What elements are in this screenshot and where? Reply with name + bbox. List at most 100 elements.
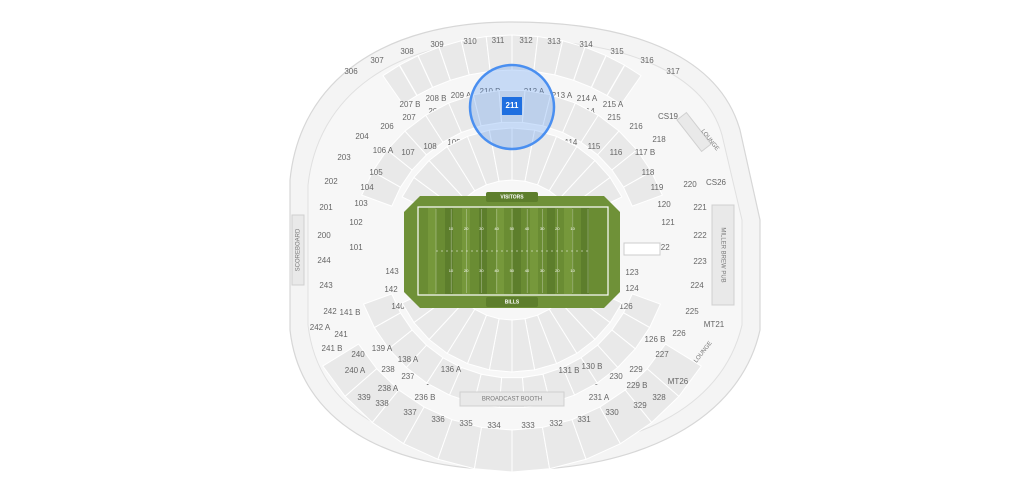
upper-section-334[interactable] (473, 426, 513, 473)
left-section-label-104[interactable]: 104 (360, 183, 374, 192)
right-section-label-220[interactable]: 220 (683, 180, 697, 189)
upper-section-label-314[interactable]: 314 (579, 40, 593, 49)
left-section-label-139-A[interactable]: 139 A (372, 344, 393, 353)
right-section-label-119[interactable]: 119 (651, 183, 664, 192)
right-section-label-130-B[interactable]: 130 B (582, 362, 603, 371)
upper-section-label-316[interactable]: 316 (640, 56, 654, 65)
upper-section-317[interactable] (606, 64, 642, 106)
left-section-label-141-B[interactable]: 141 B (340, 308, 361, 317)
mid-section-label-214-A[interactable]: 214 A (577, 94, 598, 103)
left-section-label-242[interactable]: 242 (323, 307, 337, 316)
right-section-label-223[interactable]: 223 (693, 257, 707, 266)
mid-section-label-229-B[interactable]: 229 B (627, 381, 648, 390)
right-section-label-122[interactable]: 122 (656, 243, 670, 252)
upper-section-label-328[interactable]: 328 (652, 393, 666, 402)
mid-section-label-230[interactable]: 230 (609, 372, 623, 381)
selected-section-marker[interactable] (502, 97, 522, 115)
upper-section-label-332[interactable]: 332 (549, 419, 563, 428)
left-section-label-241[interactable]: 241 (334, 330, 348, 339)
right-section-label-221[interactable]: 221 (693, 203, 707, 212)
left-section-label-138-A[interactable]: 138 A (398, 355, 419, 364)
lower-section-label-114[interactable]: 114 (565, 138, 578, 147)
right-section-label-226[interactable]: 226 (672, 329, 686, 338)
upper-section-label-308[interactable]: 308 (400, 47, 414, 56)
mid-section-label-240-A[interactable]: 240 A (345, 366, 366, 375)
lower-section-label-117-B[interactable]: 117 B (635, 148, 655, 157)
left-section-label-103[interactable]: 103 (354, 199, 368, 208)
left-section-label-244[interactable]: 244 (317, 256, 331, 265)
mid-section-label-213-A[interactable]: 213 A (552, 91, 573, 100)
mid-section-label-238-A[interactable]: 238 A (378, 384, 399, 393)
upper-section-label-315[interactable]: 315 (610, 47, 624, 56)
upper-section-label-309[interactable]: 309 (430, 40, 444, 49)
upper-section-label-339[interactable]: 339 (357, 393, 371, 402)
mid-bottom-section[interactable] (362, 293, 402, 329)
mid-section-label-215-A[interactable]: 215 A (603, 100, 624, 109)
lower-section-label-106-A[interactable]: 106 A (373, 146, 394, 155)
upper-section-label-338[interactable]: 338 (375, 399, 389, 408)
left-section-label-203[interactable]: 203 (337, 153, 351, 162)
upper-section-label-310[interactable]: 310 (463, 37, 477, 46)
mid-section-label-236-B[interactable]: 236 B (415, 393, 436, 402)
mt21-label[interactable]: MT21 (704, 320, 725, 329)
mid-section-label-229[interactable]: 229 (629, 365, 643, 374)
upper-section-label-337[interactable]: 337 (403, 408, 417, 417)
right-section-label-227[interactable]: 227 (655, 350, 669, 359)
upper-section-label-331[interactable]: 331 (577, 415, 591, 424)
lower-section-label-108[interactable]: 108 (423, 142, 437, 151)
upper-section-label-335[interactable]: 335 (459, 419, 473, 428)
mid-section-label-208-B[interactable]: 208 B (426, 94, 447, 103)
left-section-label-240[interactable]: 240 (351, 350, 365, 359)
left-section-label-201[interactable]: 201 (319, 203, 333, 212)
upper-section-328[interactable] (646, 343, 702, 398)
left-section-label-200[interactable]: 200 (317, 231, 331, 240)
left-section-label-241-B[interactable]: 241 B (322, 344, 343, 353)
upper-section-label-329[interactable]: 329 (633, 401, 647, 410)
right-section-label-118[interactable]: 118 (642, 168, 655, 177)
right-section-label-131-B[interactable]: 131 B (559, 366, 580, 375)
left-section-label-143[interactable]: 143 (385, 267, 399, 276)
upper-section-label-313[interactable]: 313 (547, 37, 561, 46)
mid-section-label-207[interactable]: 207 (402, 113, 416, 122)
mt26-label[interactable]: MT26 (668, 377, 689, 386)
lower-section-label-115[interactable]: 115 (588, 142, 601, 151)
lower-section-label-116[interactable]: 116 (610, 148, 623, 157)
left-section-label-136-A[interactable]: 136 A (441, 365, 462, 374)
mid-section-label-204[interactable]: 204 (355, 132, 369, 141)
upper-section-label-336[interactable]: 336 (431, 415, 445, 424)
mid-section-label-238[interactable]: 238 (381, 365, 395, 374)
right-section-label-120[interactable]: 120 (657, 200, 671, 209)
right-section-label-225[interactable]: 225 (685, 307, 699, 316)
cs19-label[interactable]: CS19 (658, 112, 679, 121)
right-section-label-224[interactable]: 224 (690, 281, 704, 290)
mid-section-label-216[interactable]: 216 (629, 122, 643, 131)
mid-top-section[interactable] (622, 170, 663, 207)
mid-section-label-207-B[interactable]: 207 B (400, 100, 421, 109)
left-section-label-102[interactable]: 102 (349, 218, 363, 227)
upper-section-label-306[interactable]: 306 (344, 67, 358, 76)
left-section-label-142[interactable]: 142 (384, 285, 398, 294)
lower-section-label-140[interactable]: 140 (391, 302, 405, 311)
mid-section-label-209-A[interactable]: 209 A (451, 91, 472, 100)
upper-section-label-330[interactable]: 330 (605, 408, 619, 417)
lower-section-label-107[interactable]: 107 (401, 148, 415, 157)
left-section-label-202[interactable]: 202 (324, 177, 338, 186)
right-section-label-126-B[interactable]: 126 B (645, 335, 666, 344)
mid-section-label-215[interactable]: 215 (607, 113, 621, 122)
right-section-label-124[interactable]: 124 (625, 284, 639, 293)
lower-section-label-126[interactable]: 126 (619, 302, 633, 311)
upper-section-label-317[interactable]: 317 (666, 67, 680, 76)
mid-section-label-231-A[interactable]: 231 A (589, 393, 610, 402)
right-section-label-222[interactable]: 222 (693, 231, 707, 240)
left-section-label-242-A[interactable]: 242 A (310, 323, 331, 332)
upper-section-label-334[interactable]: 334 (487, 421, 501, 430)
upper-section-label-307[interactable]: 307 (370, 56, 384, 65)
cs26-label[interactable]: CS26 (706, 178, 727, 187)
right-section-label-121[interactable]: 121 (661, 218, 675, 227)
left-section-label-243[interactable]: 243 (319, 281, 333, 290)
left-section-label-105[interactable]: 105 (369, 168, 383, 177)
mid-section-label-237[interactable]: 237 (401, 372, 415, 381)
right-section-label-123[interactable]: 123 (625, 268, 639, 277)
upper-section-label-311[interactable]: 311 (492, 36, 505, 45)
upper-section-label-312[interactable]: 312 (519, 36, 533, 45)
